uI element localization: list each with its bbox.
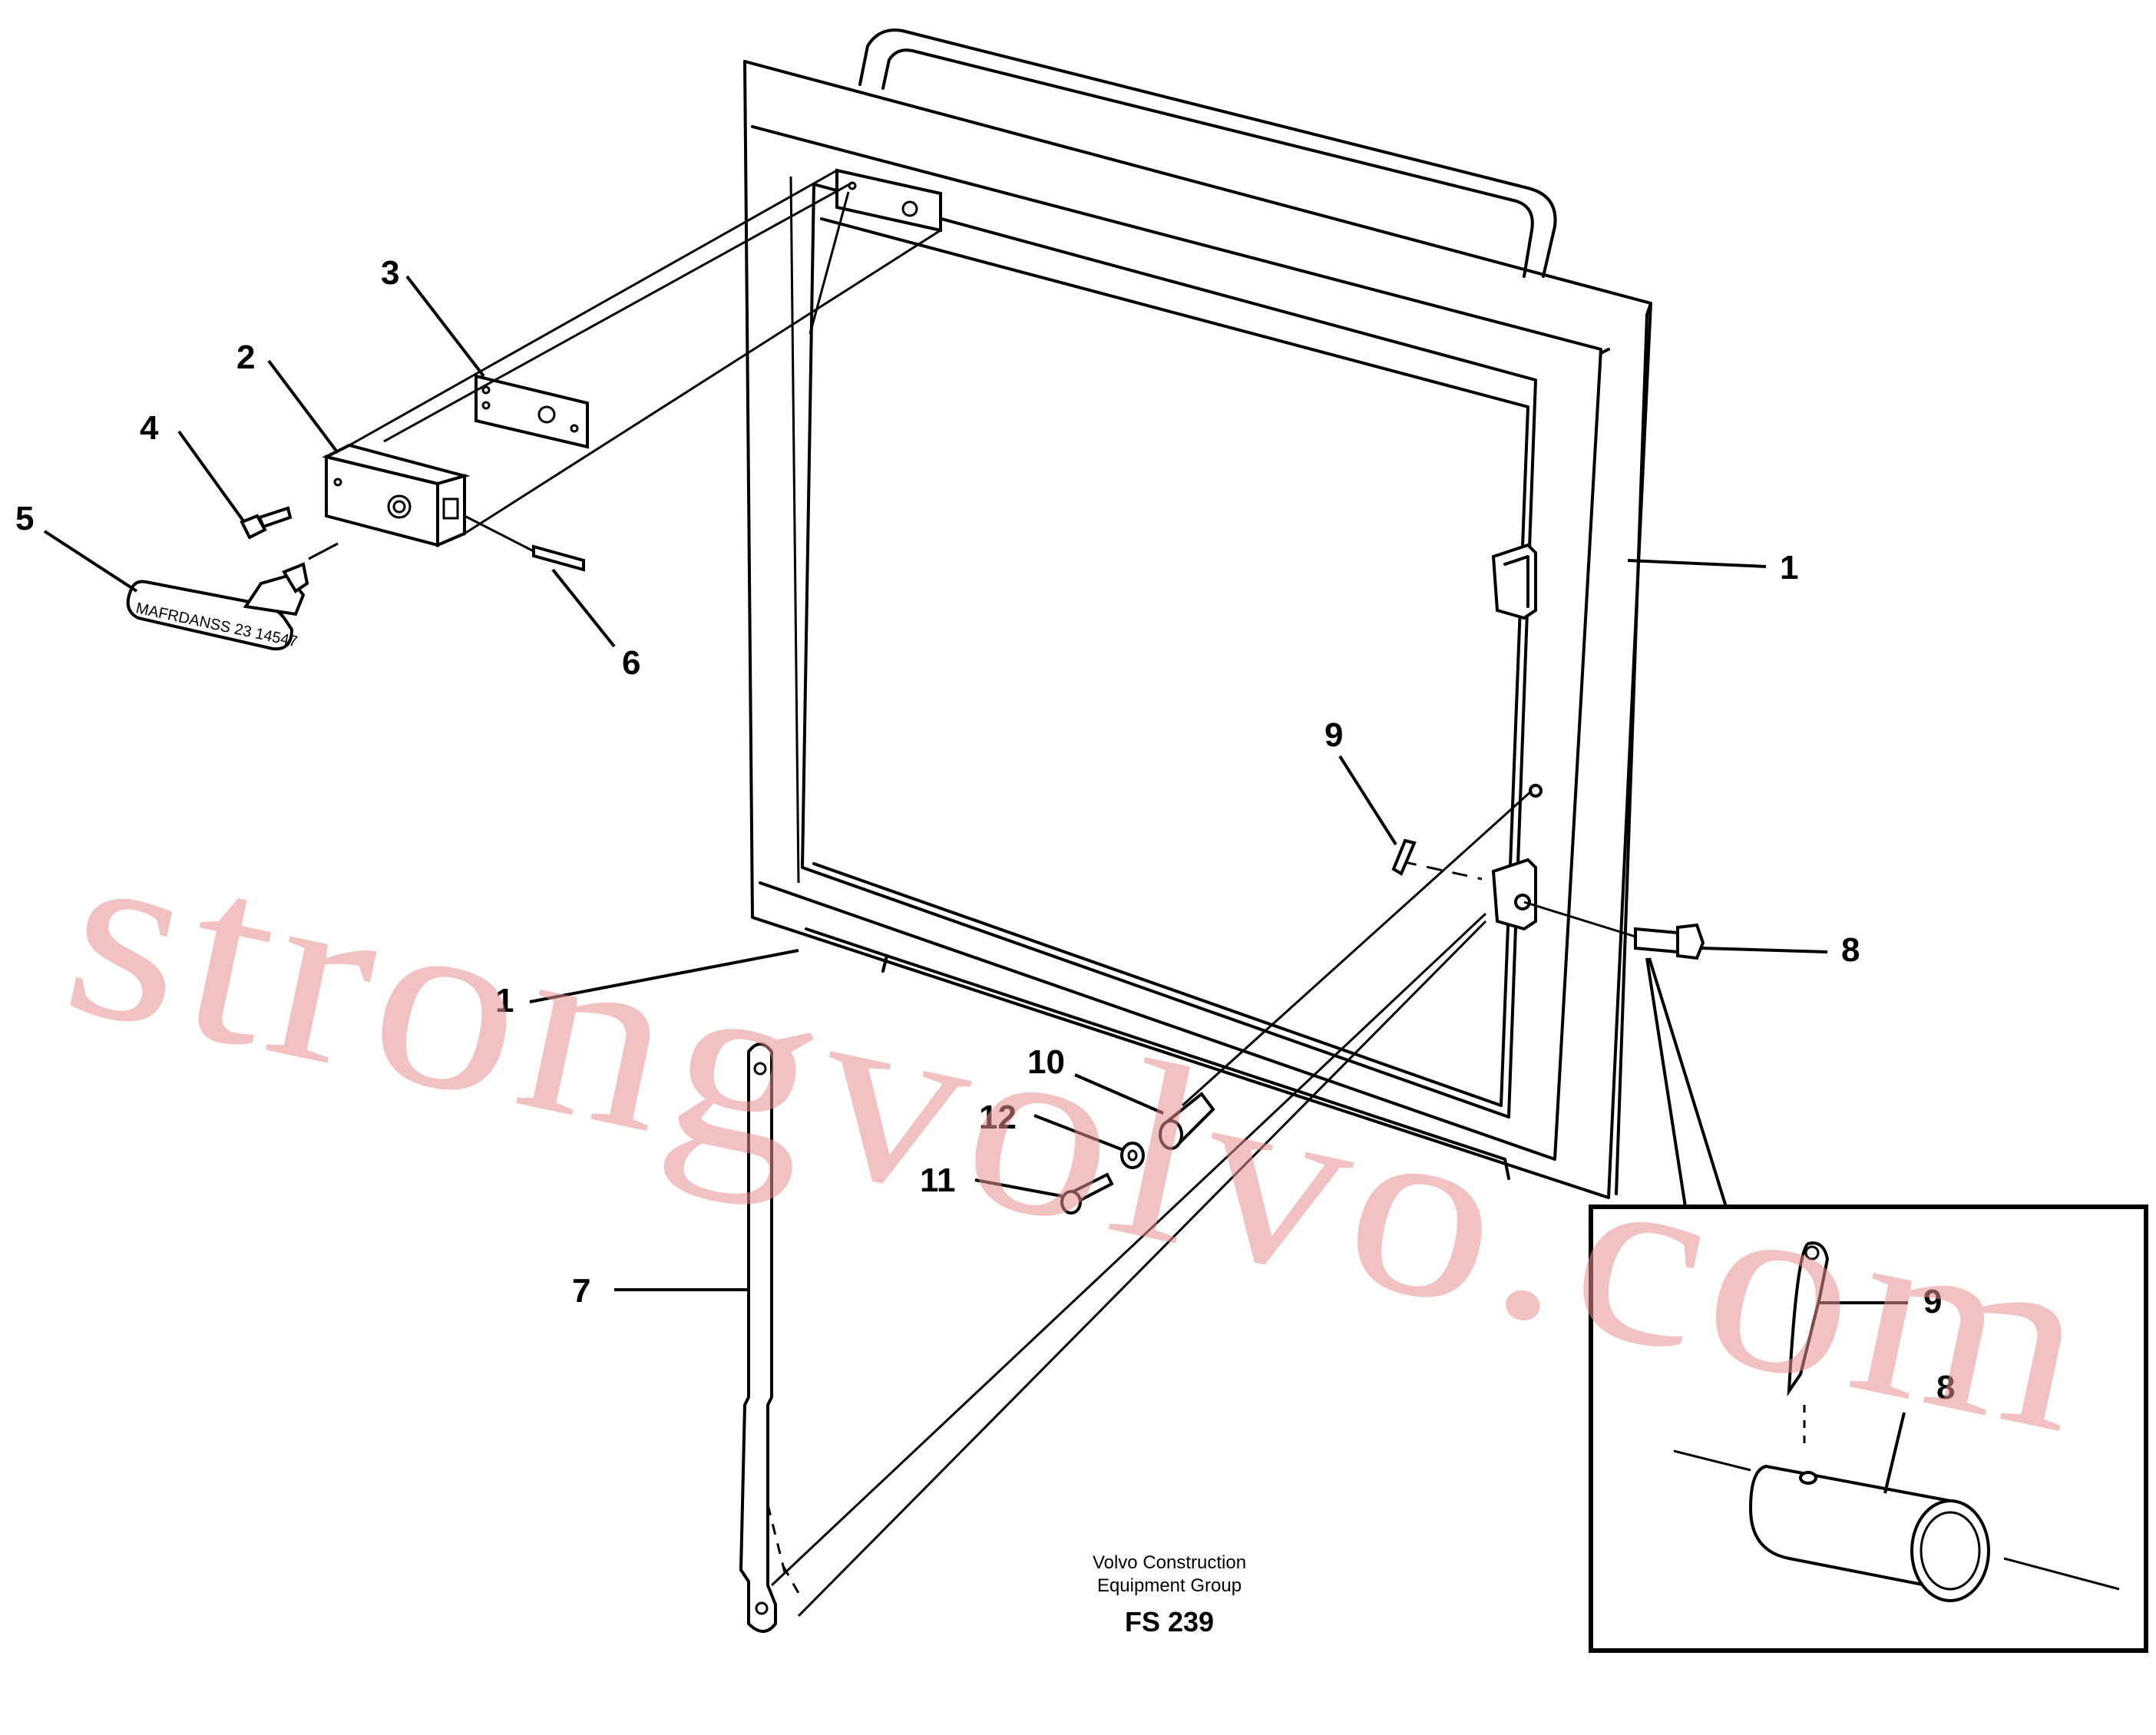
callout-8-detail: 8 bbox=[1936, 1369, 1955, 1406]
callout-3: 3 bbox=[381, 254, 399, 292]
callout-6: 6 bbox=[622, 644, 640, 682]
callout-12: 12 bbox=[979, 1099, 1017, 1136]
callouts: 1 1 2 3 4 5 6 7 8 8 9 9 10 12 11 bbox=[15, 254, 1955, 1406]
assembly-lines bbox=[308, 169, 1636, 1618]
window-frame bbox=[743, 28, 1652, 1199]
callout-2: 2 bbox=[236, 339, 255, 376]
leader-lines bbox=[43, 275, 1908, 1494]
top-plate bbox=[835, 168, 942, 233]
part-4-screw bbox=[240, 506, 293, 540]
part-8-bolt bbox=[1634, 923, 1705, 960]
callout-11: 11 bbox=[920, 1162, 956, 1199]
part-10-knob bbox=[1159, 1092, 1215, 1150]
callout-1-right: 1 bbox=[1780, 549, 1798, 587]
figure-code: FS 239 bbox=[1125, 1606, 1214, 1638]
part-6-pin bbox=[532, 544, 585, 572]
part-2-latch-block bbox=[322, 443, 471, 548]
caption: Volvo Construction Equipment Group FS 23… bbox=[1093, 1552, 1246, 1638]
callout-9-main: 9 bbox=[1324, 716, 1343, 754]
callout-7: 7 bbox=[572, 1272, 590, 1310]
part-3-plate bbox=[475, 374, 589, 449]
detail-box bbox=[1589, 957, 2148, 1653]
part-5-key: MAFRDANSS 23 14547 bbox=[126, 562, 309, 650]
callout-10: 10 bbox=[1027, 1043, 1065, 1081]
part-11-screw bbox=[1060, 1172, 1114, 1214]
caption-line-2: Equipment Group bbox=[1097, 1575, 1242, 1596]
callout-8-main: 8 bbox=[1841, 931, 1860, 969]
callout-4: 4 bbox=[140, 409, 159, 447]
callout-1-left: 1 bbox=[495, 982, 514, 1020]
hinge-lower bbox=[1491, 858, 1537, 931]
part-12-washer bbox=[1120, 1142, 1145, 1169]
part-7-rod bbox=[739, 1043, 777, 1633]
callout-9-detail: 9 bbox=[1923, 1283, 1942, 1320]
watermark: strongvolvo.com bbox=[46, 785, 2117, 1487]
callout-5: 5 bbox=[15, 500, 34, 537]
hinge-upper bbox=[1491, 543, 1537, 620]
caption-line-1: Volvo Construction bbox=[1093, 1552, 1246, 1573]
part-9-clip bbox=[1391, 838, 1417, 876]
